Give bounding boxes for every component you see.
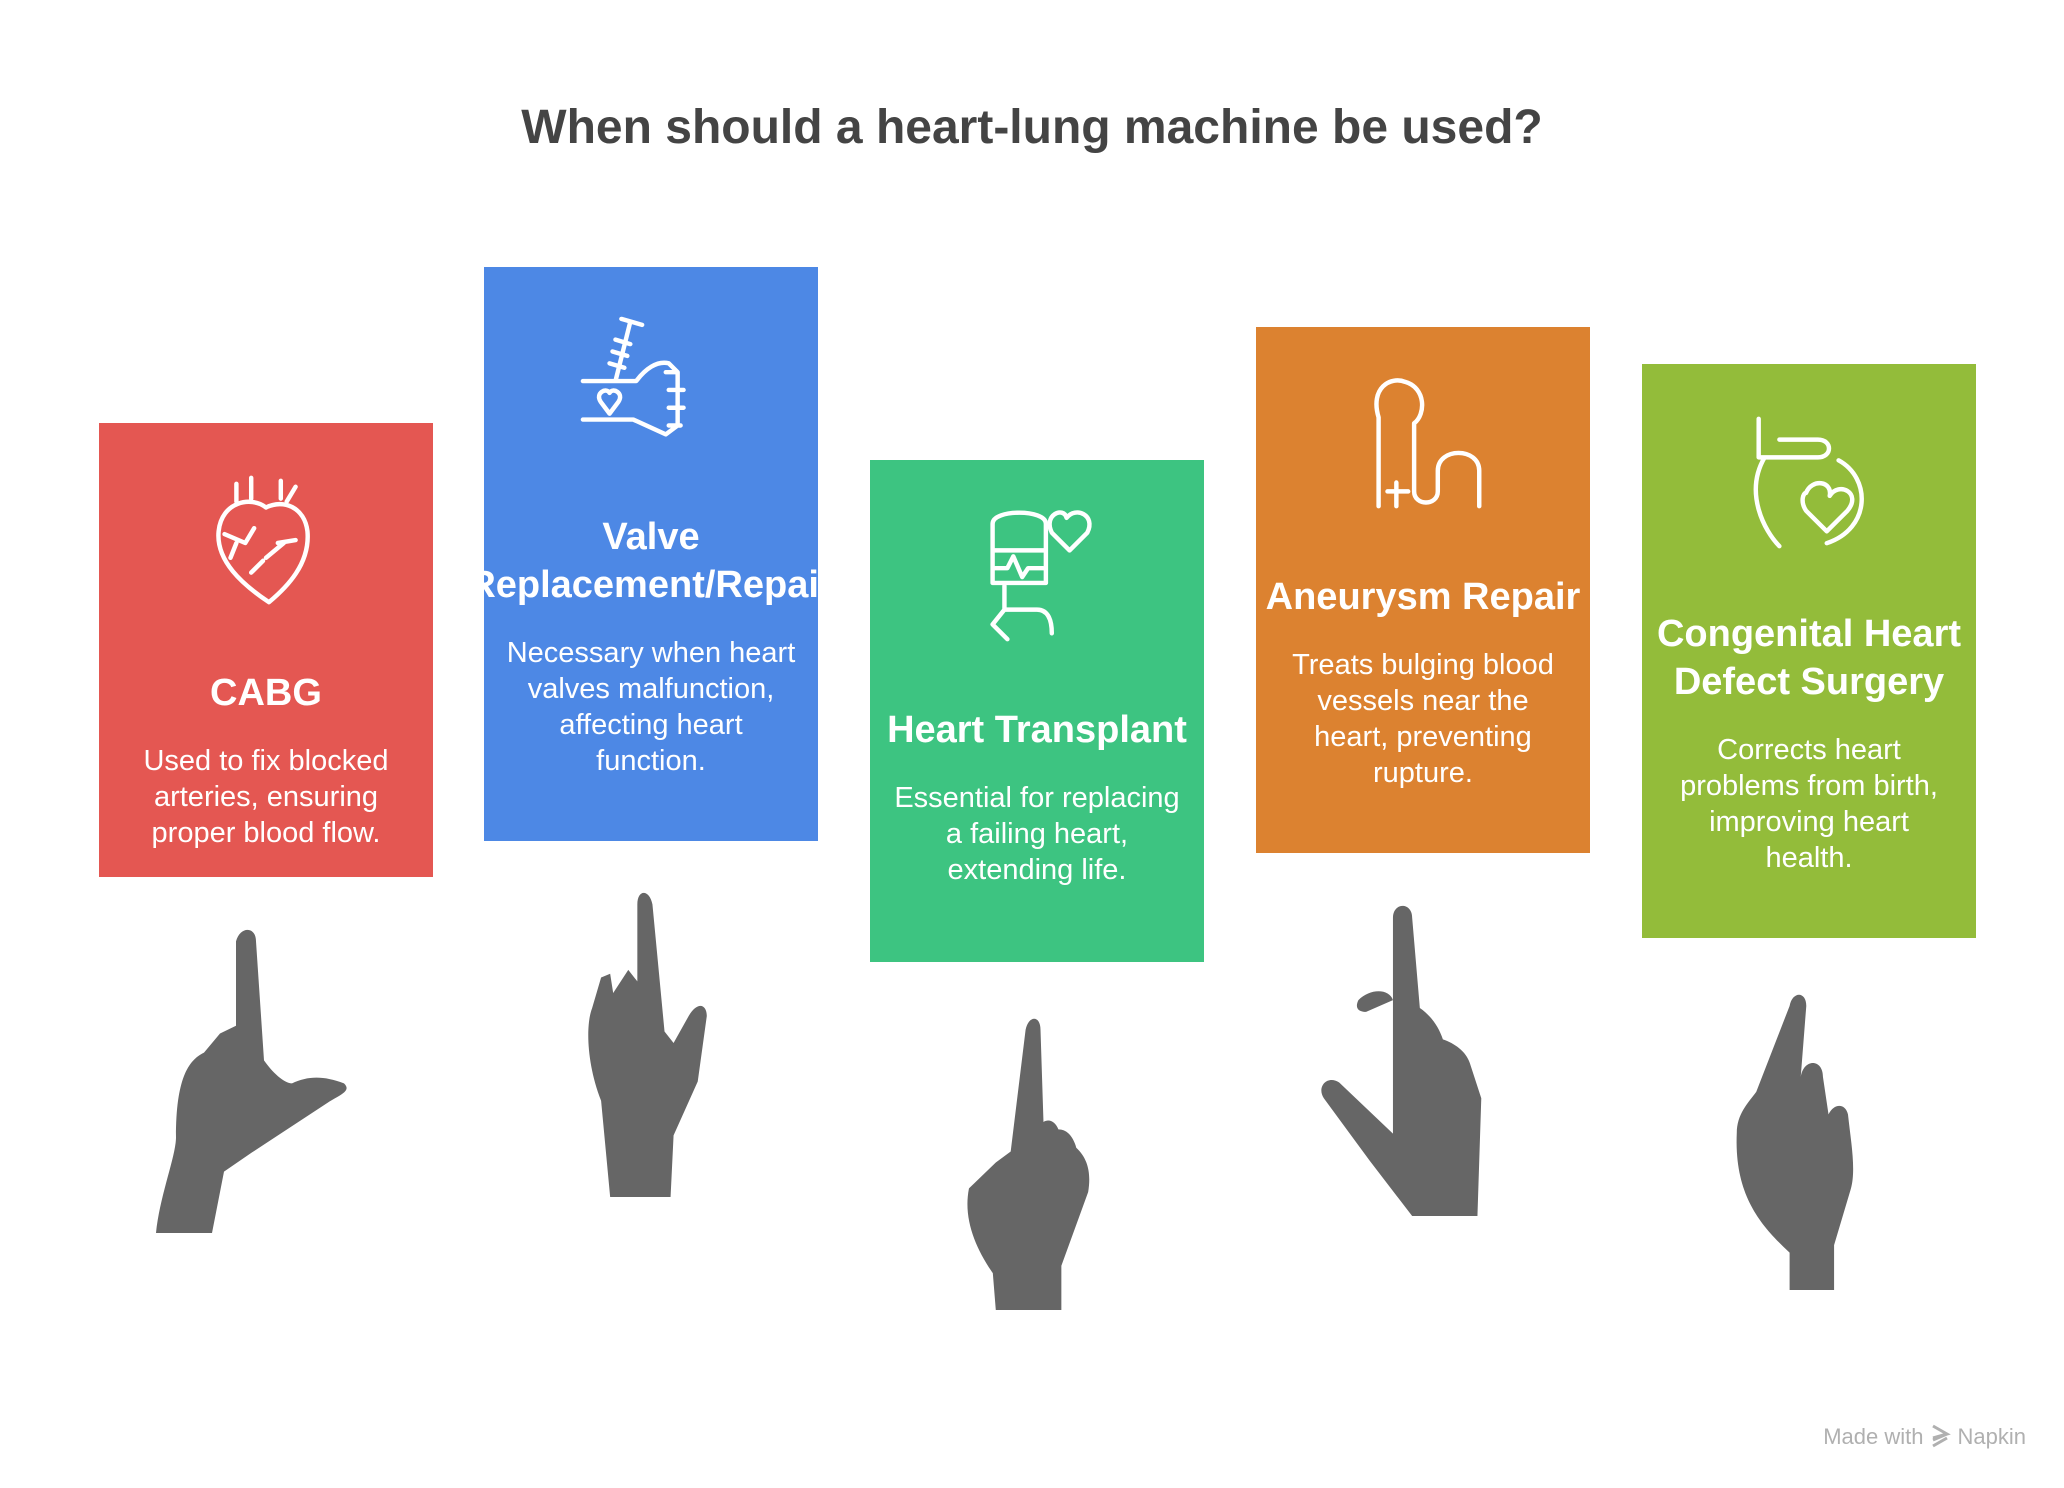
card-heart-transplant: Heart Transplant Essential for replacing… xyxy=(870,460,1204,962)
card-title: Heart Transplant xyxy=(887,709,1187,751)
card-title: Congenital Heart Defect Surgery xyxy=(1656,613,1962,703)
card-description: Treats bulging blood vessels near the he… xyxy=(1292,649,1554,789)
hand-syringe-heart-icon xyxy=(576,313,726,461)
blood-vessel-icon xyxy=(1348,373,1498,521)
pointing-hand-icon xyxy=(966,1015,1115,1310)
card-title: CABG xyxy=(210,672,322,714)
card-aneurysm: Aneurysm Repair Treats bulging blood ves… xyxy=(1256,327,1590,853)
baby-heart-icon xyxy=(1734,410,1884,558)
card-description: Essential for replacing a failing heart,… xyxy=(894,782,1180,886)
card-description: Necessary when heart valves malfunction,… xyxy=(506,637,796,777)
napkin-brand-label: Napkin xyxy=(1957,1424,2026,1449)
pointing-hand-icon xyxy=(1320,902,1512,1216)
made-with-label: Made with xyxy=(1823,1424,1924,1449)
page-title: When should a heart-lung machine be used… xyxy=(521,101,1543,154)
card-description: Corrects heart problems from birth, impr… xyxy=(1680,734,1938,874)
card-title: Aneurysm Repair xyxy=(1265,576,1581,618)
pointing-hand-icon xyxy=(586,889,737,1197)
card-congenital: Congenital Heart Defect Surgery Corrects… xyxy=(1642,364,1976,938)
napkin-logo-icon xyxy=(1931,1424,1951,1448)
hand-heart-monitor-icon xyxy=(962,506,1112,654)
card-title: Valve Replacement/Repair xyxy=(484,516,818,606)
card-cabg: CABG Used to fix blocked arteries, ensur… xyxy=(99,423,433,877)
anatomical-heart-icon xyxy=(191,469,341,617)
card-description: Used to fix blocked arteries, ensuring p… xyxy=(143,745,389,849)
pointing-hand-icon xyxy=(1734,991,1873,1290)
made-with-napkin-badge: Made with Napkin xyxy=(1823,1424,2026,1450)
card-valve: Valve Replacement/Repair Necessary when … xyxy=(484,267,818,841)
pointing-hand-icon xyxy=(152,926,352,1233)
